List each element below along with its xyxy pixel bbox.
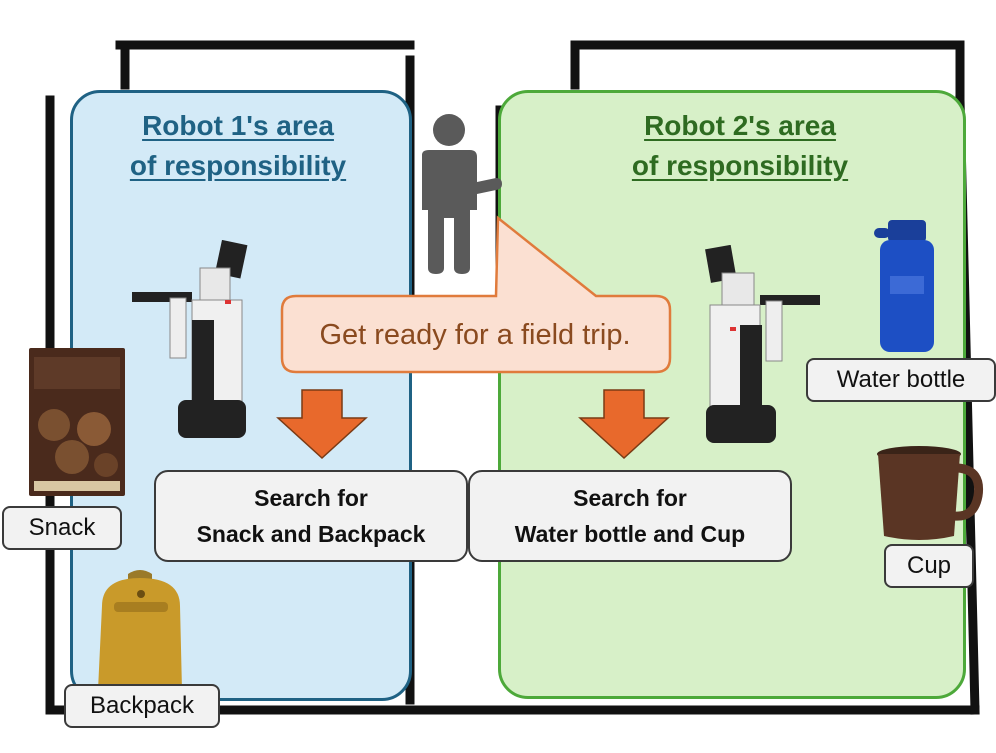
robot1-area-title: Robot 1's area of responsibility — [80, 106, 396, 186]
robot1-title-line1: Robot 1's area — [142, 110, 334, 141]
cup-image — [877, 446, 984, 540]
snack-image — [29, 348, 125, 496]
robot1-task-line2: Snack and Backpack — [196, 521, 426, 547]
robot2-task: Search for Water bottle and Cup — [468, 470, 792, 562]
speech-bubble — [280, 215, 672, 374]
backpack-image — [98, 570, 182, 690]
robot2-title-line1: Robot 2's area — [644, 110, 836, 141]
snack-label: Snack — [2, 506, 122, 550]
water-bottle-label: Water bottle — [806, 358, 996, 402]
robot2-task-line1: Search for — [573, 485, 687, 511]
down-arrow-icon — [276, 389, 368, 460]
robot1-task-line1: Search for — [254, 485, 368, 511]
robot2-area-title: Robot 2's area of responsibility — [560, 106, 920, 186]
robot2-title-line2: of responsibility — [631, 150, 849, 181]
robot2-task-line2: Water bottle and Cup — [514, 521, 746, 547]
robot2-icon — [705, 245, 820, 443]
water-bottle-image — [874, 220, 934, 352]
speech-text: Get ready for a field trip. — [319, 318, 631, 351]
robot1-title-line2: of responsibility — [129, 150, 347, 181]
robot1-task: Search for Snack and Backpack — [154, 470, 468, 562]
backpack-label: Backpack — [64, 684, 220, 728]
cup-label: Cup — [884, 544, 974, 588]
person-icon — [422, 114, 502, 274]
down-arrow-icon — [578, 389, 670, 460]
robot1-icon — [132, 240, 248, 438]
